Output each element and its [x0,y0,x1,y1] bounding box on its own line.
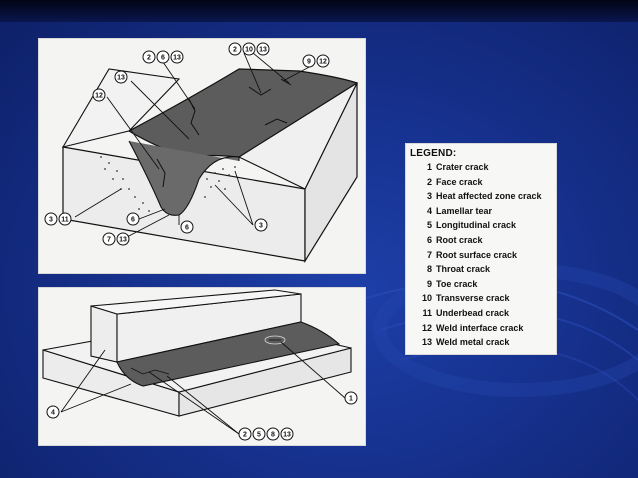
legend-list: 1 Crater crack 2 Face crack 3 Heat affected… [406,162,542,352]
svg-text:2: 2 [243,432,247,439]
legend-item-number: 8 [426,264,432,275]
svg-text:8: 8 [271,432,275,439]
svg-text:13: 13 [173,55,181,62]
legend-panel: LEGEND: 1 Crater crack 2 Face crack 3 Heat … [405,143,557,355]
svg-text:13: 13 [283,432,291,439]
svg-text:12: 12 [319,59,327,66]
callout-3: 3 [254,218,268,232]
svg-text:10: 10 [245,47,253,54]
svg-text:7: 7 [107,237,111,244]
svg-text:13: 13 [259,47,267,54]
callout-2-6-13: 2 6 13 [142,50,184,64]
legend-item: 3 Heat affected zone crack [406,191,542,206]
legend-item-number: 4 [426,205,432,216]
svg-text:2: 2 [233,47,237,54]
legend-item-number: 1 [426,162,432,172]
callout-7-13: 7 13 [102,232,130,246]
legend-item-number: 7 [426,249,432,260]
legend-item: 4 Lamellar tear [406,206,542,221]
legend-item-label: Face crack [436,176,483,187]
callout-13: 13 [114,70,128,84]
callout-6-left: 6 [126,212,140,226]
svg-text:11: 11 [61,217,69,224]
legend-item: 13 Weld metal crack [406,337,542,352]
legend-item-label: Weld metal crack [436,337,510,348]
svg-text:9: 9 [307,59,311,66]
legend-item: 10 Transverse crack [406,293,542,308]
callout-4: 4 [46,405,60,419]
svg-text:3: 3 [259,223,263,230]
legend-item-number: 3 [426,191,432,202]
svg-text:2: 2 [147,55,151,62]
callout-9-12: 9 12 [302,54,330,68]
legend-item-number: 13 [421,337,432,348]
legend-item: 1 Crater crack [406,162,542,177]
top-dark-band [0,0,638,22]
legend-item-label: Throat crack [436,264,491,275]
legend-item: 9 Toe crack [406,279,542,294]
legend-item-label: Underbead crack [436,307,510,318]
legend-item: 6 Root crack [406,235,542,250]
legend-item-number: 6 [426,234,432,245]
svg-text:6: 6 [185,225,189,232]
legend-item: 5 Longitudinal crack [406,220,542,235]
legend-item-label: Root crack [436,234,483,245]
legend-item: 7 Root surface crack [406,250,542,265]
haz-stipple [100,156,236,212]
legend-item-number: 9 [426,278,432,289]
legend-item-number: 11 [422,307,432,318]
svg-text:13: 13 [119,237,127,244]
bottom-leader-lines [60,341,346,435]
butt-weld-diagram: 2 6 13 2 10 13 9 12 13 12 3 11 6 6 7 [44,42,359,264]
legend-title: LEGEND: [410,148,457,159]
svg-text:13: 13 [117,75,125,82]
fillet-weld-diagram: 4 1 2 5 8 13 [42,289,358,441]
crack-lines [156,78,292,188]
legend-item-number: 5 [426,220,432,231]
svg-text:4: 4 [51,410,55,417]
legend-item-number: 2 [426,176,432,187]
svg-text:5: 5 [257,432,261,439]
legend-item: 2 Face crack [406,177,542,192]
legend-item-label: Transverse crack [436,293,510,304]
svg-text:6: 6 [161,55,165,62]
callout-3-11: 3 11 [44,212,72,226]
legend-item-label: Longitudinal crack [436,220,517,231]
legend-item-number: 10 [421,293,432,304]
fillet-weld-diagram-panel: 4 1 2 5 8 13 [38,287,366,446]
crater [264,335,286,345]
legend-item-label: Toe crack [436,278,478,289]
legend-item-label: Root surface crack [436,249,518,260]
callout-6-right: 6 [180,220,194,234]
svg-text:6: 6 [131,217,135,224]
leader-lines [74,52,314,238]
svg-text:1: 1 [349,396,353,403]
callout-2-10-13: 2 10 13 [228,42,270,56]
butt-weld-diagram-panel: 2 6 13 2 10 13 9 12 13 12 3 11 6 6 7 [38,38,366,274]
legend-item-label: Lamellar tear [436,205,493,216]
callout-2-5-8-13: 2 5 8 13 [238,427,294,441]
callout-12: 12 [92,88,106,102]
legend-item-label: Heat affected zone crack [436,191,542,202]
legend-item-label: Weld interface crack [436,322,524,333]
upright-plate-end [90,305,118,363]
legend-item-number: 12 [421,322,432,333]
legend-item-label: Crater crack [436,162,489,172]
legend-item: 8 Throat crack [406,264,542,279]
legend-item: 12 Weld interface crack [406,323,542,338]
upright-plate-top [90,289,302,315]
callout-1: 1 [344,391,358,405]
legend-item: 11 Underbead crack [406,308,542,323]
svg-text:3: 3 [49,217,53,224]
svg-text:12: 12 [95,93,103,100]
